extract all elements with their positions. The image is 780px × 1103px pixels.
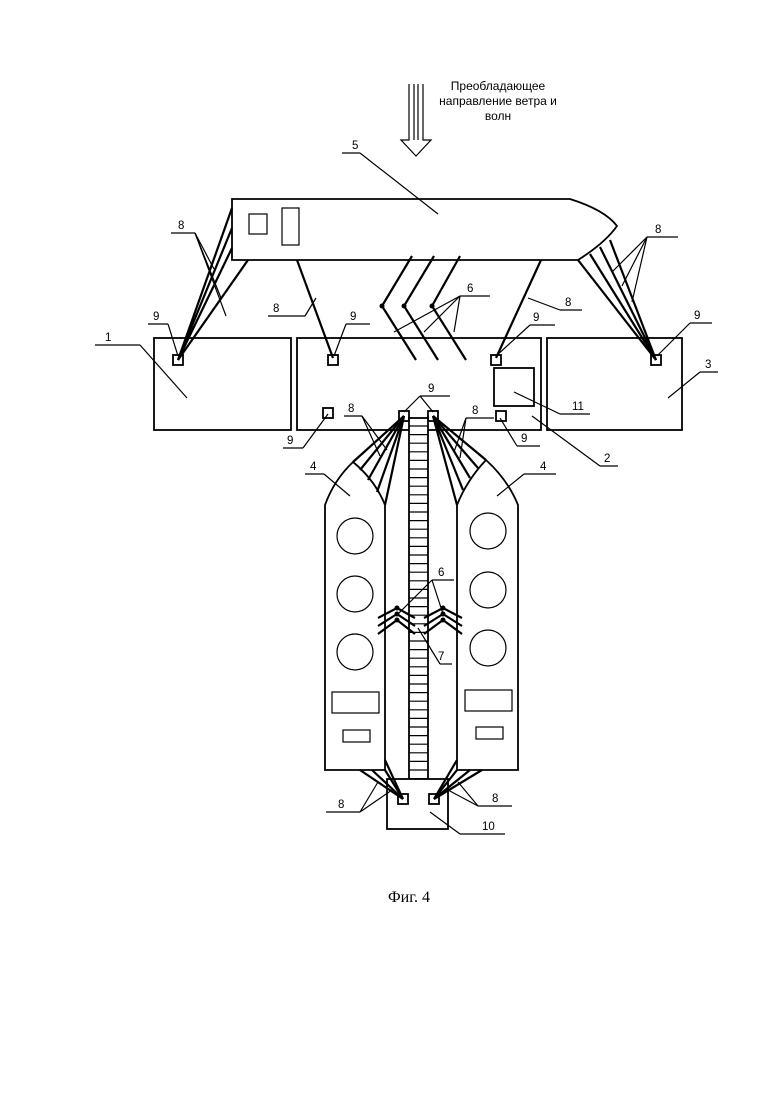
vessel-4-left [325, 462, 385, 770]
label-9-low-center: 9 [428, 383, 434, 395]
label-4-right: 4 [540, 461, 547, 473]
label-3: 3 [705, 359, 711, 371]
label-9-low-right: 9 [521, 433, 527, 445]
label-4-left: 4 [310, 461, 317, 473]
label-9-center-left: 9 [350, 311, 356, 323]
vessel-4-right [457, 460, 518, 770]
vessel-5 [232, 199, 617, 260]
wind-note-line2: направление ветра и [439, 94, 557, 108]
label-5: 5 [352, 140, 358, 152]
wind-arrow-icon [401, 84, 431, 156]
label-7: 7 [438, 651, 444, 663]
figure-caption: Фиг. 4 [388, 889, 430, 906]
leaders [95, 233, 718, 834]
label-2: 2 [604, 453, 610, 465]
label-8-top-left: 8 [178, 220, 184, 232]
label-9-far-right: 9 [694, 310, 700, 322]
module-11-unit [494, 368, 534, 406]
label-8-bottom-right: 8 [492, 793, 498, 805]
wind-note-line1: Преобладающее [451, 79, 546, 93]
mooring-point [323, 408, 333, 418]
label-1: 1 [105, 332, 111, 344]
label-8-mid-left: 8 [348, 403, 354, 415]
label-8-center-left: 8 [273, 303, 279, 315]
label-11: 11 [572, 401, 584, 413]
label-8-bottom-left: 8 [338, 799, 344, 811]
label-9-far-left: 9 [153, 311, 159, 323]
label-9-low-left: 9 [287, 435, 293, 447]
label-8-mid-right: 8 [472, 405, 478, 417]
label-6-mid: 6 [438, 567, 444, 579]
label-10: 10 [482, 821, 495, 833]
label-6-top: 6 [467, 283, 473, 295]
gangway-7 [409, 418, 428, 794]
label-8-top-right: 8 [655, 224, 661, 236]
wind-note-line3: волн [485, 109, 511, 123]
label-8-center-right: 8 [565, 297, 571, 309]
label-9-center-right: 9 [533, 312, 539, 324]
